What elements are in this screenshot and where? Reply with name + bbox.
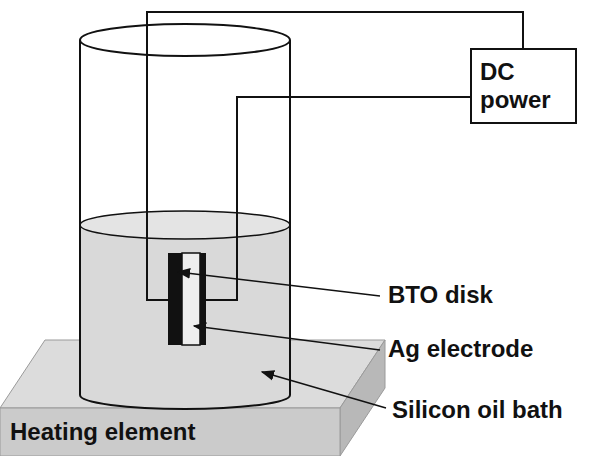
leader-arrow (178, 272, 380, 296)
heating-element: Heating element (0, 408, 340, 456)
part-label: Silicon oil bath (392, 396, 563, 424)
wire (206, 97, 470, 300)
beaker-wall (289, 40, 291, 395)
bto-disk (200, 253, 206, 345)
slab-side (340, 340, 385, 456)
leader-arrow (194, 326, 380, 350)
part-label: BTO disk (388, 281, 493, 309)
power-supply-box: DC power (470, 48, 577, 124)
ag-electrode (182, 253, 200, 345)
node-text: Heating element (10, 418, 195, 446)
oil-surface (80, 211, 290, 239)
node-text: DC power (480, 58, 567, 113)
oil-liquid (80, 225, 290, 409)
beaker-bottom (80, 395, 290, 409)
bto-disk (168, 253, 182, 345)
beaker-rim (80, 24, 290, 56)
slab-front (0, 408, 340, 456)
beaker-wall (79, 40, 81, 395)
part-label: Ag electrode (388, 335, 533, 363)
leader-arrow (262, 372, 386, 408)
